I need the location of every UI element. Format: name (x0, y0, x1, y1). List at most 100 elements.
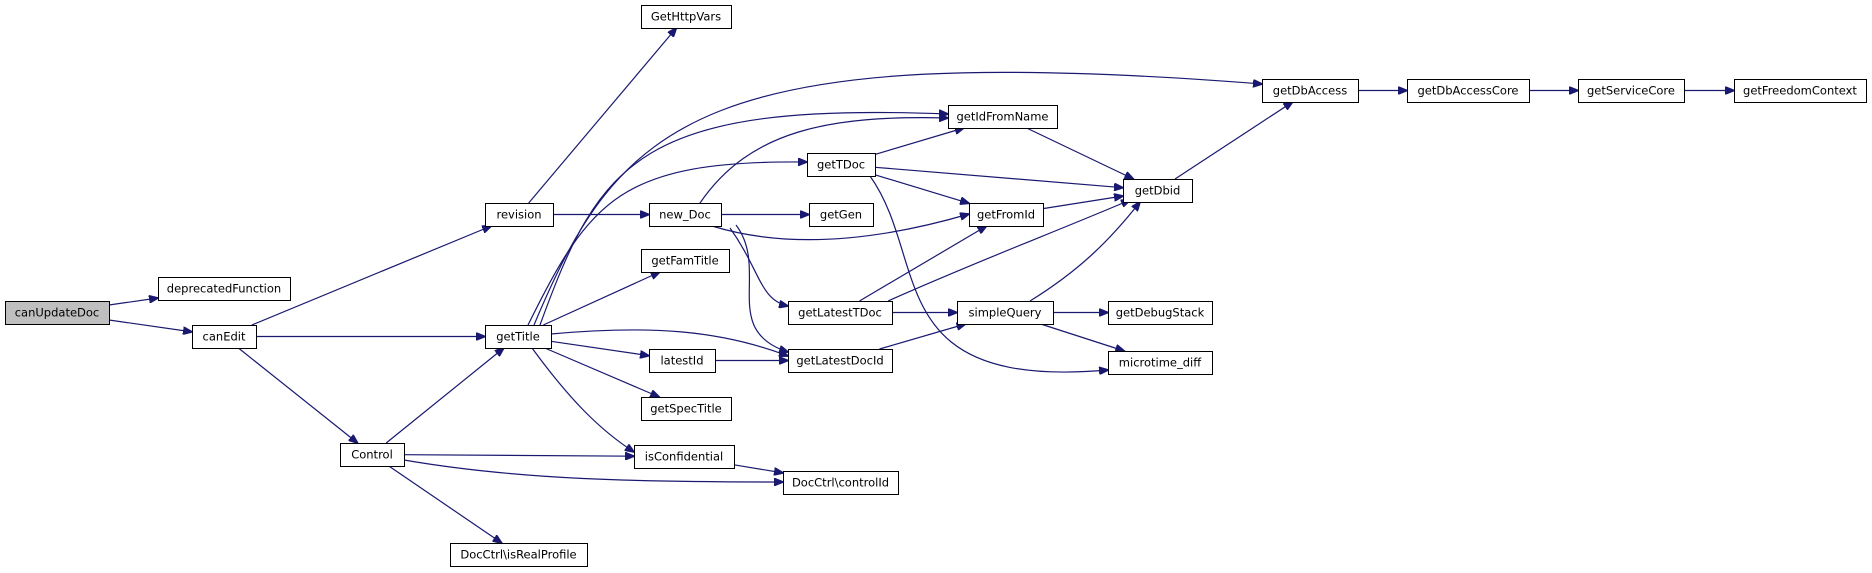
node-getLatestTDoc[interactable]: getLatestTDoc (788, 301, 893, 325)
node-DocCtrlIsRealProfile[interactable]: DocCtrl\isRealProfile (450, 543, 588, 567)
node-getDebugStack[interactable]: getDebugStack (1108, 301, 1213, 325)
node-getIdFromName[interactable]: getIdFromName (948, 105, 1058, 129)
node-box (649, 349, 716, 373)
edge-line (879, 324, 966, 350)
edge-getTDoc-to-getDbid (874, 166, 1123, 187)
node-revision[interactable]: revision (485, 203, 554, 227)
edge-getTDoc-to-getIdFromName (874, 128, 964, 155)
node-getGen[interactable]: getGen (809, 203, 874, 227)
edge-getTitle-to-getLatestDocId (550, 329, 788, 356)
node-getSpecTitle[interactable]: getSpecTitle (641, 397, 732, 421)
node-latestId[interactable]: latestId (649, 349, 716, 373)
node-new_Doc[interactable]: new_Doc (649, 203, 722, 227)
edge-getDbid-to-getDbAccess (1174, 102, 1293, 180)
node-getDbAccessCore[interactable]: getDbAccessCore (1407, 79, 1530, 103)
edge-line (1042, 196, 1123, 210)
node-label: getDebugStack (1116, 306, 1205, 320)
node-box (788, 301, 893, 325)
node-microtime_diff[interactable]: microtime_diff (1108, 351, 1213, 375)
edge-new_Doc-to-getIdFromName (699, 118, 948, 204)
edge-getTitle-to-getFamTitle (543, 272, 659, 326)
node-label: getFreedomContext (1743, 84, 1857, 98)
node-box (649, 203, 722, 227)
edge-line (699, 118, 948, 204)
edge-line (533, 71, 1262, 326)
node-label: getDbid (1135, 184, 1181, 198)
edge-canUpdateDoc-to-deprecatedFunction (108, 298, 158, 306)
edge-getTitle-to-getDbAccess (533, 71, 1262, 326)
node-label: getLatestDocId (796, 354, 883, 368)
edge-getLatestTDoc-to-getDbid (887, 200, 1130, 302)
node-GetHttpVars[interactable]: GetHttpVars (641, 5, 732, 29)
node-box (788, 349, 893, 373)
edge-Control-to-getTitle (385, 348, 504, 444)
node-box (957, 301, 1054, 325)
node-box (1407, 79, 1530, 103)
node-box (450, 543, 588, 567)
node-box (809, 203, 874, 227)
edge-line (251, 226, 491, 326)
node-box (340, 443, 405, 467)
edge-line (735, 224, 788, 352)
node-box (1262, 79, 1359, 103)
node-DocCtrlControlId[interactable]: DocCtrl\controlId (783, 471, 899, 495)
edge-new_Doc-to-getFromId (711, 214, 969, 241)
node-label: getIdFromName (957, 110, 1049, 124)
edge-simpleQuery-to-microtime_diff (1040, 323, 1125, 351)
edge-Control-to-isConfidential (403, 455, 634, 457)
node-label: getGen (820, 208, 862, 222)
node-getTitle[interactable]: getTitle (485, 325, 552, 349)
node-label: new_Doc (659, 208, 711, 222)
node-label: latestId (660, 354, 703, 368)
node-simpleQuery[interactable]: simpleQuery (957, 301, 1054, 325)
node-box (948, 105, 1058, 129)
node-deprecatedFunction[interactable]: deprecatedFunction (158, 277, 291, 301)
node-getTDoc[interactable]: getTDoc (807, 153, 876, 177)
node-Control[interactable]: Control (340, 443, 405, 467)
node-label: getFamTitle (651, 254, 718, 268)
edge-new_Doc-to-getLatestDocId (735, 224, 788, 352)
node-getDbid[interactable]: getDbid (1123, 179, 1193, 203)
edge-getTDoc-to-getFromId (874, 174, 969, 204)
node-label: getTitle (496, 330, 540, 344)
edge-line (733, 464, 783, 473)
node-getFamTitle[interactable]: getFamTitle (641, 249, 730, 273)
edge-getLatestDocId-to-simpleQuery (879, 324, 966, 350)
edge-layer (108, 28, 1734, 543)
edge-getIdFromName-to-getDbid (1026, 127, 1134, 179)
node-layer: canUpdateDoc deprecatedFunction canEdit rev… (5, 5, 1867, 567)
node-box (807, 153, 876, 177)
node-box (1734, 79, 1867, 103)
node-label: simpleQuery (969, 306, 1042, 320)
node-getLatestDocId[interactable]: getLatestDocId (788, 349, 893, 373)
node-label: DocCtrl\controlId (792, 476, 889, 490)
node-label: DocCtrl\isRealProfile (460, 548, 576, 562)
node-box (783, 471, 899, 495)
node-label: canUpdateDoc (15, 306, 100, 320)
node-box (641, 5, 732, 29)
node-getFromId[interactable]: getFromId (969, 203, 1044, 227)
node-getDbAccess[interactable]: getDbAccess (1262, 79, 1359, 103)
node-label: getDbAccess (1273, 84, 1347, 98)
edge-line (1174, 102, 1293, 180)
node-canUpdateDoc[interactable]: canUpdateDoc (5, 301, 110, 325)
node-box (1123, 179, 1193, 203)
node-label: Control (351, 448, 393, 462)
edge-revision-to-GetHttpVars (528, 28, 677, 204)
edge-line (403, 459, 783, 482)
edge-line (544, 347, 659, 397)
node-box (192, 325, 257, 349)
edge-getTitle-to-isConfidential (531, 347, 634, 452)
node-box (641, 249, 730, 273)
node-isConfidential[interactable]: isConfidential (634, 445, 735, 469)
edge-getTitle-to-getIdFromName (539, 112, 948, 326)
edge-getFromId-to-getDbid (1042, 196, 1123, 210)
node-getServiceCore[interactable]: getServiceCore (1578, 79, 1685, 103)
edge-line (874, 166, 1123, 187)
node-label: getLatestTDoc (798, 306, 882, 320)
edge-line (385, 348, 504, 444)
node-canEdit[interactable]: canEdit (192, 325, 257, 349)
node-getFreedomContext[interactable]: getFreedomContext (1734, 79, 1867, 103)
node-label: isConfidential (645, 450, 723, 464)
